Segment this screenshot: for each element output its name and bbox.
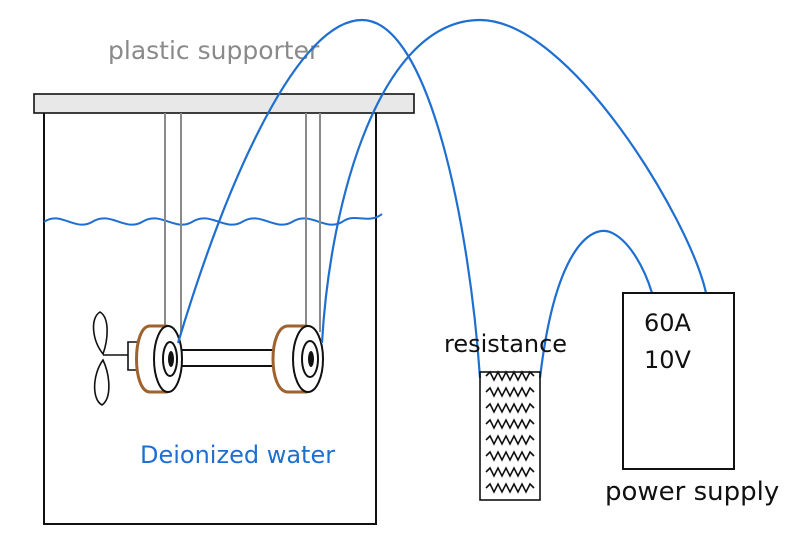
wire-resistor-to-power [538,229,654,379]
resistor-row [485,466,535,478]
current-rating: 60A [644,309,692,337]
power-supply-box [622,292,735,470]
power-supply-label: power supply [605,477,779,507]
resistance-label: resistance [444,330,567,358]
wire-left-wheel-to-resistor [176,18,482,379]
water-tank [43,113,377,525]
axle [180,349,278,367]
resistor-row [485,434,535,446]
resistor-row [485,450,535,462]
resistor-zigzag-icon [479,370,541,501]
resistor-row [485,418,535,430]
left-wheel-icon [135,324,183,394]
plastic-supporter-label: plastic supporter [108,36,320,65]
resistor-row [485,402,535,414]
water-surface [43,213,383,226]
wires [176,18,708,379]
wire-right-wheel-to-power [320,18,708,344]
support-rods [164,113,321,332]
plastic-supporter-plate [33,93,415,114]
right-wheel-icon [271,324,324,394]
resistor-rows [485,386,535,494]
deionized-water-label: Deionized water [140,441,335,469]
voltage-rating: 10V [644,346,692,374]
resistor-row [485,386,535,398]
resistor-row [485,482,535,494]
